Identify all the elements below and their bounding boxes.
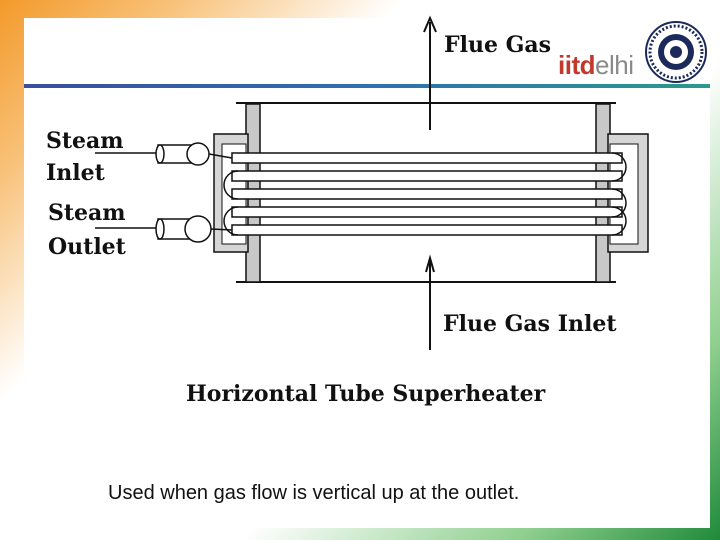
- diagram-title: Horizontal Tube Superheater: [186, 381, 546, 407]
- institute-emblem-icon: [645, 21, 707, 83]
- steam-inlet-pipe: [95, 142, 233, 166]
- slide-caption: Used when gas flow is vertical up at the…: [108, 482, 520, 504]
- tube-bundle: [223, 152, 627, 236]
- institute-logo-text: iitdelhi: [558, 50, 634, 80]
- steam-inlet-label-line1: Steam: [46, 128, 124, 154]
- flue-gas-outlet-label: Flue Gas: [444, 32, 551, 58]
- header-rule: [24, 84, 710, 88]
- steam-outlet-label-line1: Steam: [48, 200, 126, 226]
- steam-outlet-pipe: [95, 215, 233, 243]
- flue-gas-outlet-arrow: [423, 15, 437, 130]
- steam-inlet-label-line2: Inlet: [46, 160, 106, 186]
- flue-gas-inlet-label: Flue Gas Inlet: [443, 311, 617, 337]
- steam-outlet-label-line2: Outlet: [48, 234, 127, 260]
- flue-gas-inlet-arrow: [425, 254, 435, 350]
